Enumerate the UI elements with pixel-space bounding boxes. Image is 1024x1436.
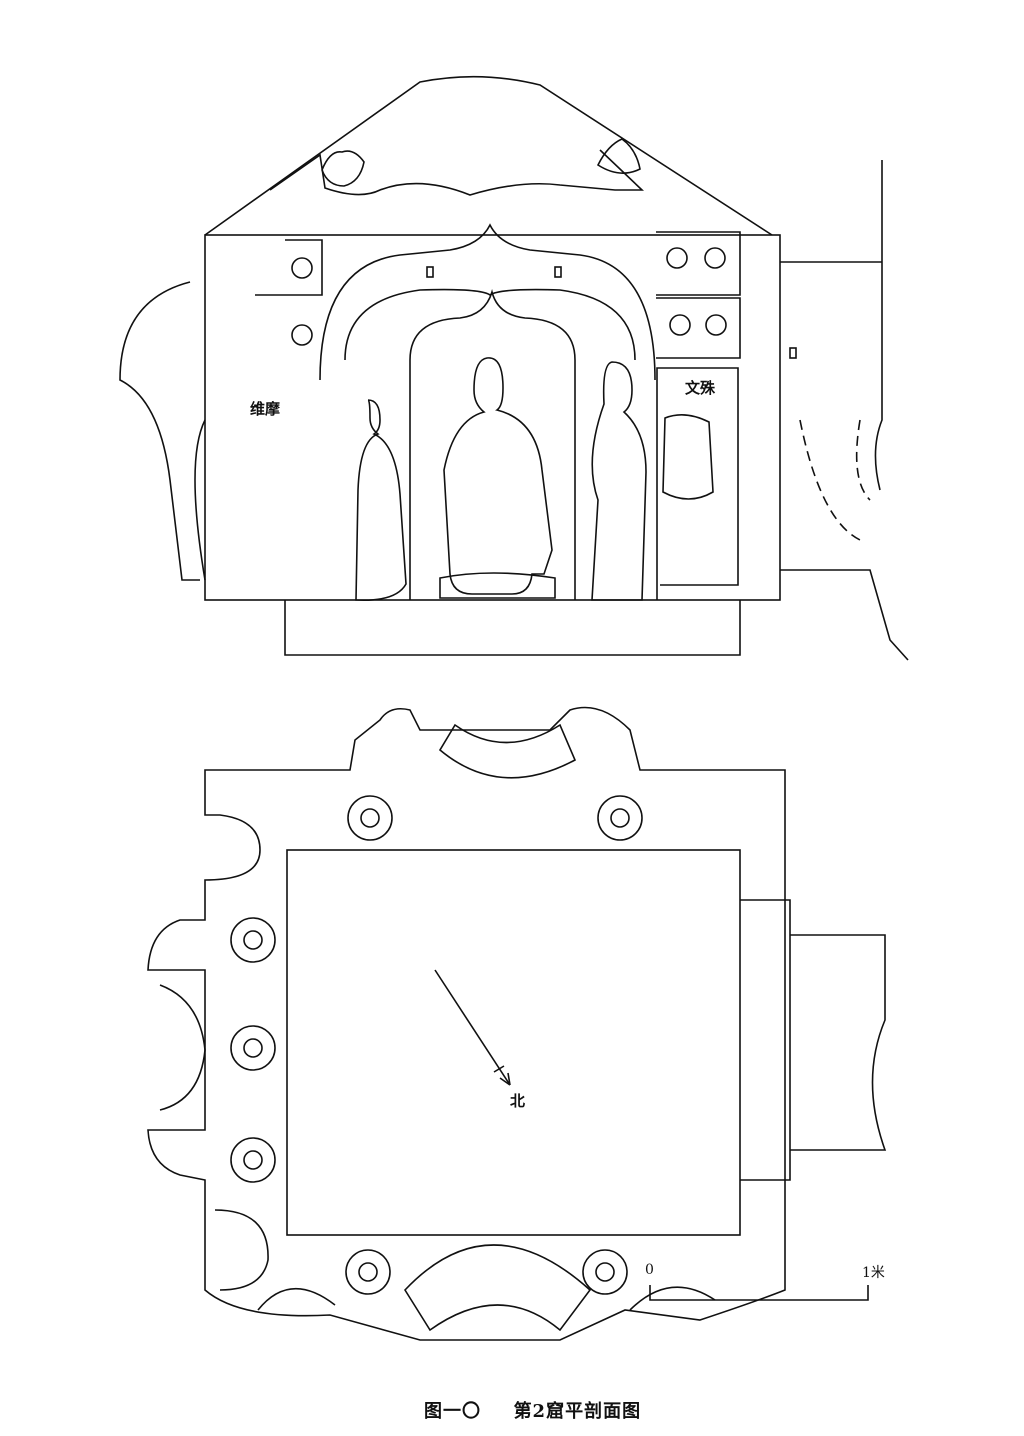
scale-end-label: 1米 bbox=[862, 1265, 885, 1281]
section-wall bbox=[204, 234, 781, 601]
caption-number: 图一〇 bbox=[424, 1401, 481, 1422]
wenshu-seat bbox=[662, 414, 714, 500]
beam-hole bbox=[426, 266, 434, 278]
buddha-figure bbox=[443, 357, 553, 595]
plan-right-rock bbox=[790, 934, 887, 1151]
scale-bar bbox=[649, 1285, 869, 1301]
small-buddha bbox=[291, 324, 313, 346]
small-buddha bbox=[666, 247, 688, 269]
bodhisattva-left bbox=[355, 399, 407, 601]
small-buddha bbox=[669, 314, 691, 336]
lotus-rosettes bbox=[214, 795, 716, 1311]
upper-left-niche bbox=[255, 239, 323, 296]
scale-start-label: 0 bbox=[645, 1262, 654, 1278]
small-buddha bbox=[704, 247, 726, 269]
plan-inner-floor bbox=[286, 849, 741, 1236]
plan-north-niche bbox=[438, 723, 577, 779]
right-rock-crack bbox=[799, 419, 871, 541]
small-buddha bbox=[705, 314, 727, 336]
roof-lintel bbox=[269, 149, 644, 196]
plan-outer-wall bbox=[147, 706, 786, 1341]
north-arrow-head bbox=[493, 1065, 511, 1086]
caption-title: 第2窟平剖面图 bbox=[513, 1401, 642, 1422]
niche-arch-inner bbox=[344, 288, 636, 361]
plan-view bbox=[147, 706, 887, 1341]
plan-south-niche bbox=[403, 1244, 592, 1332]
plan-entrance bbox=[740, 899, 791, 1181]
wenshu-panel bbox=[656, 367, 739, 600]
upper-right-niches bbox=[656, 231, 741, 359]
lotus-roof-left bbox=[321, 150, 365, 187]
figure-caption: 图一〇 第2窟平剖面图 bbox=[424, 1397, 641, 1423]
left-side-niche bbox=[119, 281, 200, 581]
bodhisattva-right-outline bbox=[591, 361, 647, 601]
north-label: 北 bbox=[510, 1092, 526, 1110]
left-side-figure bbox=[194, 419, 206, 581]
buddha-lotus-pedestal bbox=[439, 572, 556, 599]
north-arrow-shaft bbox=[434, 969, 511, 1086]
section-base bbox=[284, 600, 741, 656]
small-buddha bbox=[291, 257, 313, 279]
roof-outline bbox=[204, 75, 773, 236]
label-weimo: 维摩 bbox=[250, 400, 281, 418]
plan-west-niche bbox=[159, 984, 206, 1111]
niche-inner-mandorla bbox=[409, 289, 576, 600]
beam-hole bbox=[789, 347, 797, 359]
right-rock-outline bbox=[780, 160, 909, 661]
lotus-roof-right bbox=[596, 138, 641, 174]
section-elevation bbox=[119, 75, 909, 661]
label-wenshu: 文殊 bbox=[685, 379, 716, 397]
beam-hole bbox=[554, 266, 562, 278]
niche-arch-outer bbox=[319, 223, 656, 381]
